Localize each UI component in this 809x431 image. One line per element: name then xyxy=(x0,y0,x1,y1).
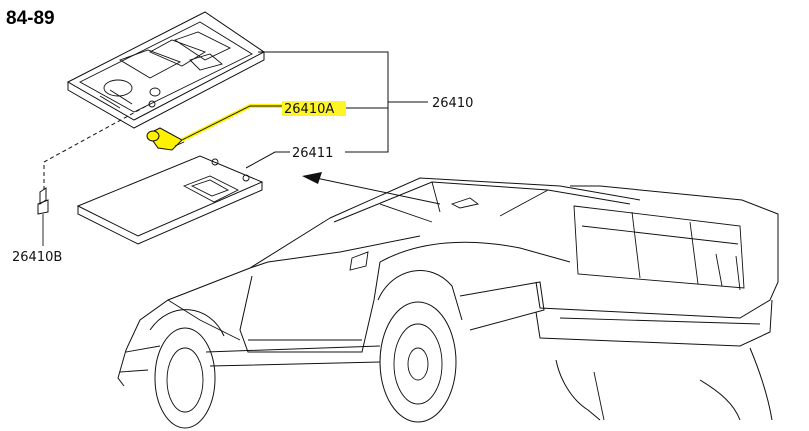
screw-dashed-leader xyxy=(43,103,151,190)
bulb-leader-yellow xyxy=(181,104,282,142)
label-26411: 26411 xyxy=(292,146,333,161)
lamp-lens xyxy=(76,155,264,245)
lamp-housing xyxy=(66,11,265,129)
bulb xyxy=(146,127,185,151)
bulb-leader xyxy=(181,105,282,141)
label-26410b: 26410B xyxy=(12,250,62,265)
car-illustration xyxy=(117,177,779,429)
location-arrow xyxy=(302,172,441,205)
label-26410a: 26410A xyxy=(284,102,334,117)
callout-bracket-26410 xyxy=(258,51,428,153)
screw xyxy=(37,187,49,246)
label-26410: 26410 xyxy=(432,96,473,111)
callout-line-26411 xyxy=(245,151,290,169)
model-year-title: 84-89 xyxy=(6,8,55,29)
label-highlight xyxy=(282,101,346,116)
